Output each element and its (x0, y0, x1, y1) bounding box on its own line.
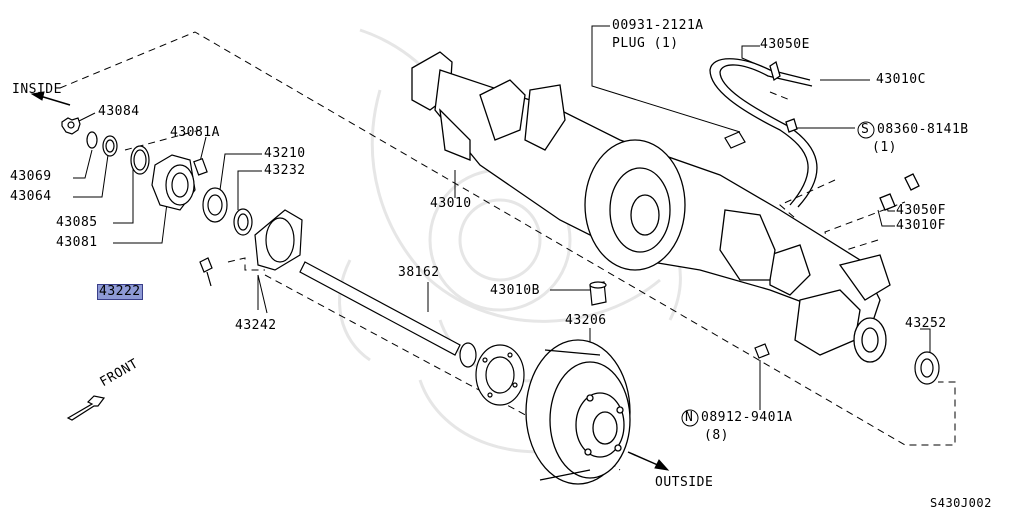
part-43010: 43010 (430, 196, 472, 211)
callout-symbols (681, 121, 875, 427)
part-43252: 43252 (905, 316, 947, 331)
plug-quantity: PLUG (1) (612, 36, 679, 51)
part-43069: 43069 (10, 169, 52, 184)
diagram-code: S430J002 (930, 496, 992, 510)
part-43050e: 43050E (760, 37, 810, 52)
part-43206: 43206 (565, 313, 607, 328)
inside-label: INSIDE (12, 82, 62, 97)
outside-label: OUTSIDE (655, 475, 714, 490)
part-43242: 43242 (235, 318, 277, 333)
leader-lines (73, 25, 931, 410)
part-43050f: 43050F (896, 203, 946, 218)
breather-hose (709, 58, 920, 211)
part-08912-quantity: (8) (704, 428, 729, 443)
part-43010c: 43010C (876, 72, 926, 87)
part-43064: 43064 (10, 189, 52, 204)
part-43085: 43085 (56, 215, 98, 230)
part-08912-9401a: 08912-9401A (701, 410, 793, 425)
small-parts (589, 131, 940, 385)
part-43081: 43081 (56, 235, 98, 250)
axle-shaft (299, 261, 525, 406)
hub-assembly (61, 117, 303, 287)
part-43222-highlighted[interactable]: 43222 (97, 284, 143, 300)
part-43210: 43210 (264, 146, 306, 161)
part-00931-2121a: 00931-2121A (612, 18, 704, 33)
part-08360-8141b: 08360-8141B (877, 122, 969, 137)
part-08360-quantity: (1) (872, 140, 897, 155)
part-43010f: 43010F (896, 218, 946, 233)
part-s-symbol: S (861, 122, 870, 137)
part-n-symbol: N (685, 410, 694, 425)
part-43084: 43084 (98, 104, 140, 119)
direction-arrows (30, 91, 670, 471)
part-43081a: 43081A (170, 125, 220, 140)
axle-housing (411, 51, 891, 363)
part-43010b: 43010B (490, 283, 540, 298)
part-38162: 38162 (398, 265, 440, 280)
part-43232: 43232 (264, 163, 306, 178)
brake-drum (525, 339, 631, 485)
